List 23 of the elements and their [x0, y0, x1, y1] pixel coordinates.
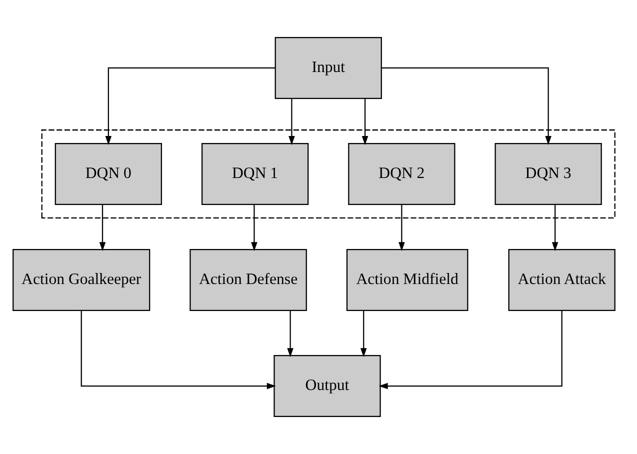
arrow	[99, 204, 106, 252]
node-box: DQN 1	[201, 142, 309, 205]
arrow	[288, 98, 295, 146]
arrow	[105, 67, 276, 146]
arrow	[287, 310, 294, 358]
arrow	[382, 67, 552, 146]
node-box: DQN 0	[54, 142, 162, 205]
arrow	[362, 98, 368, 146]
arrow	[360, 310, 367, 358]
node-box: Action Midfield	[346, 249, 468, 312]
node-box: Action Attack	[508, 249, 616, 312]
node-box: Action Goalkeeper	[12, 249, 150, 312]
node-box: Action Defense	[190, 249, 307, 312]
node-box: Input	[274, 36, 382, 99]
node-box: Output	[274, 355, 381, 418]
arrow	[398, 204, 405, 252]
node-box: DQN 2	[348, 142, 456, 205]
arrow	[80, 310, 276, 390]
cluster	[41, 129, 616, 219]
arrow	[552, 204, 558, 252]
node-box: DQN 3	[494, 142, 602, 205]
arrow	[378, 310, 562, 390]
arrow	[251, 204, 258, 252]
